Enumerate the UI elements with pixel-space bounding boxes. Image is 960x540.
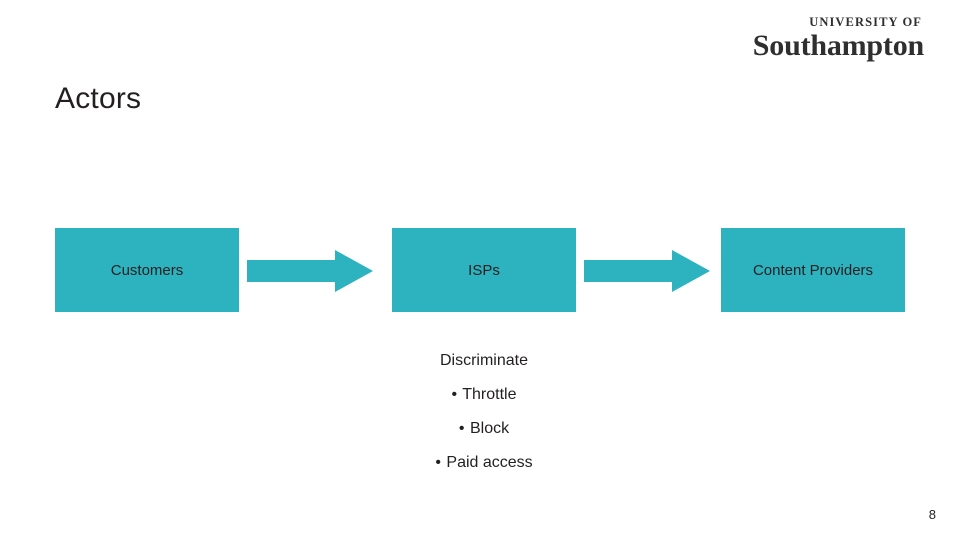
diagram-box-customers-label: Customers [110,261,184,279]
logo-line-university-of: UNIVERSITY OF [809,15,922,29]
list-item: • Paid access [296,446,672,480]
university-logo: UNIVERSITY OF Southampton [753,16,924,61]
bullet-icon: • [451,386,459,403]
right-arrow-icon [247,250,373,292]
list-item-label: Throttle [462,386,517,403]
bullet-icon: • [435,454,442,471]
right-arrow-icon [584,250,710,292]
list-item-label: Paid access [446,454,533,471]
page-title: Actors [55,82,142,115]
page-number: 8 [928,507,936,522]
notes-block: Discriminate • Throttle • Block • Paid a… [296,344,672,480]
bullet-icon: • [458,420,466,437]
diagram-box-isps: ISPs [392,228,576,312]
list-item-label: Block [469,420,510,437]
diagram-box-content-providers: Content Providers [721,228,905,312]
notes-heading: Discriminate [439,352,528,369]
diagram-box-customers: Customers [55,228,239,312]
logo-line-southampton: Southampton [752,28,924,62]
diagram-box-content-providers-label: Content Providers [752,261,874,279]
list-item: • Throttle [296,378,672,412]
list-item: • Block [296,412,672,446]
diagram-box-isps-label: ISPs [468,261,500,279]
